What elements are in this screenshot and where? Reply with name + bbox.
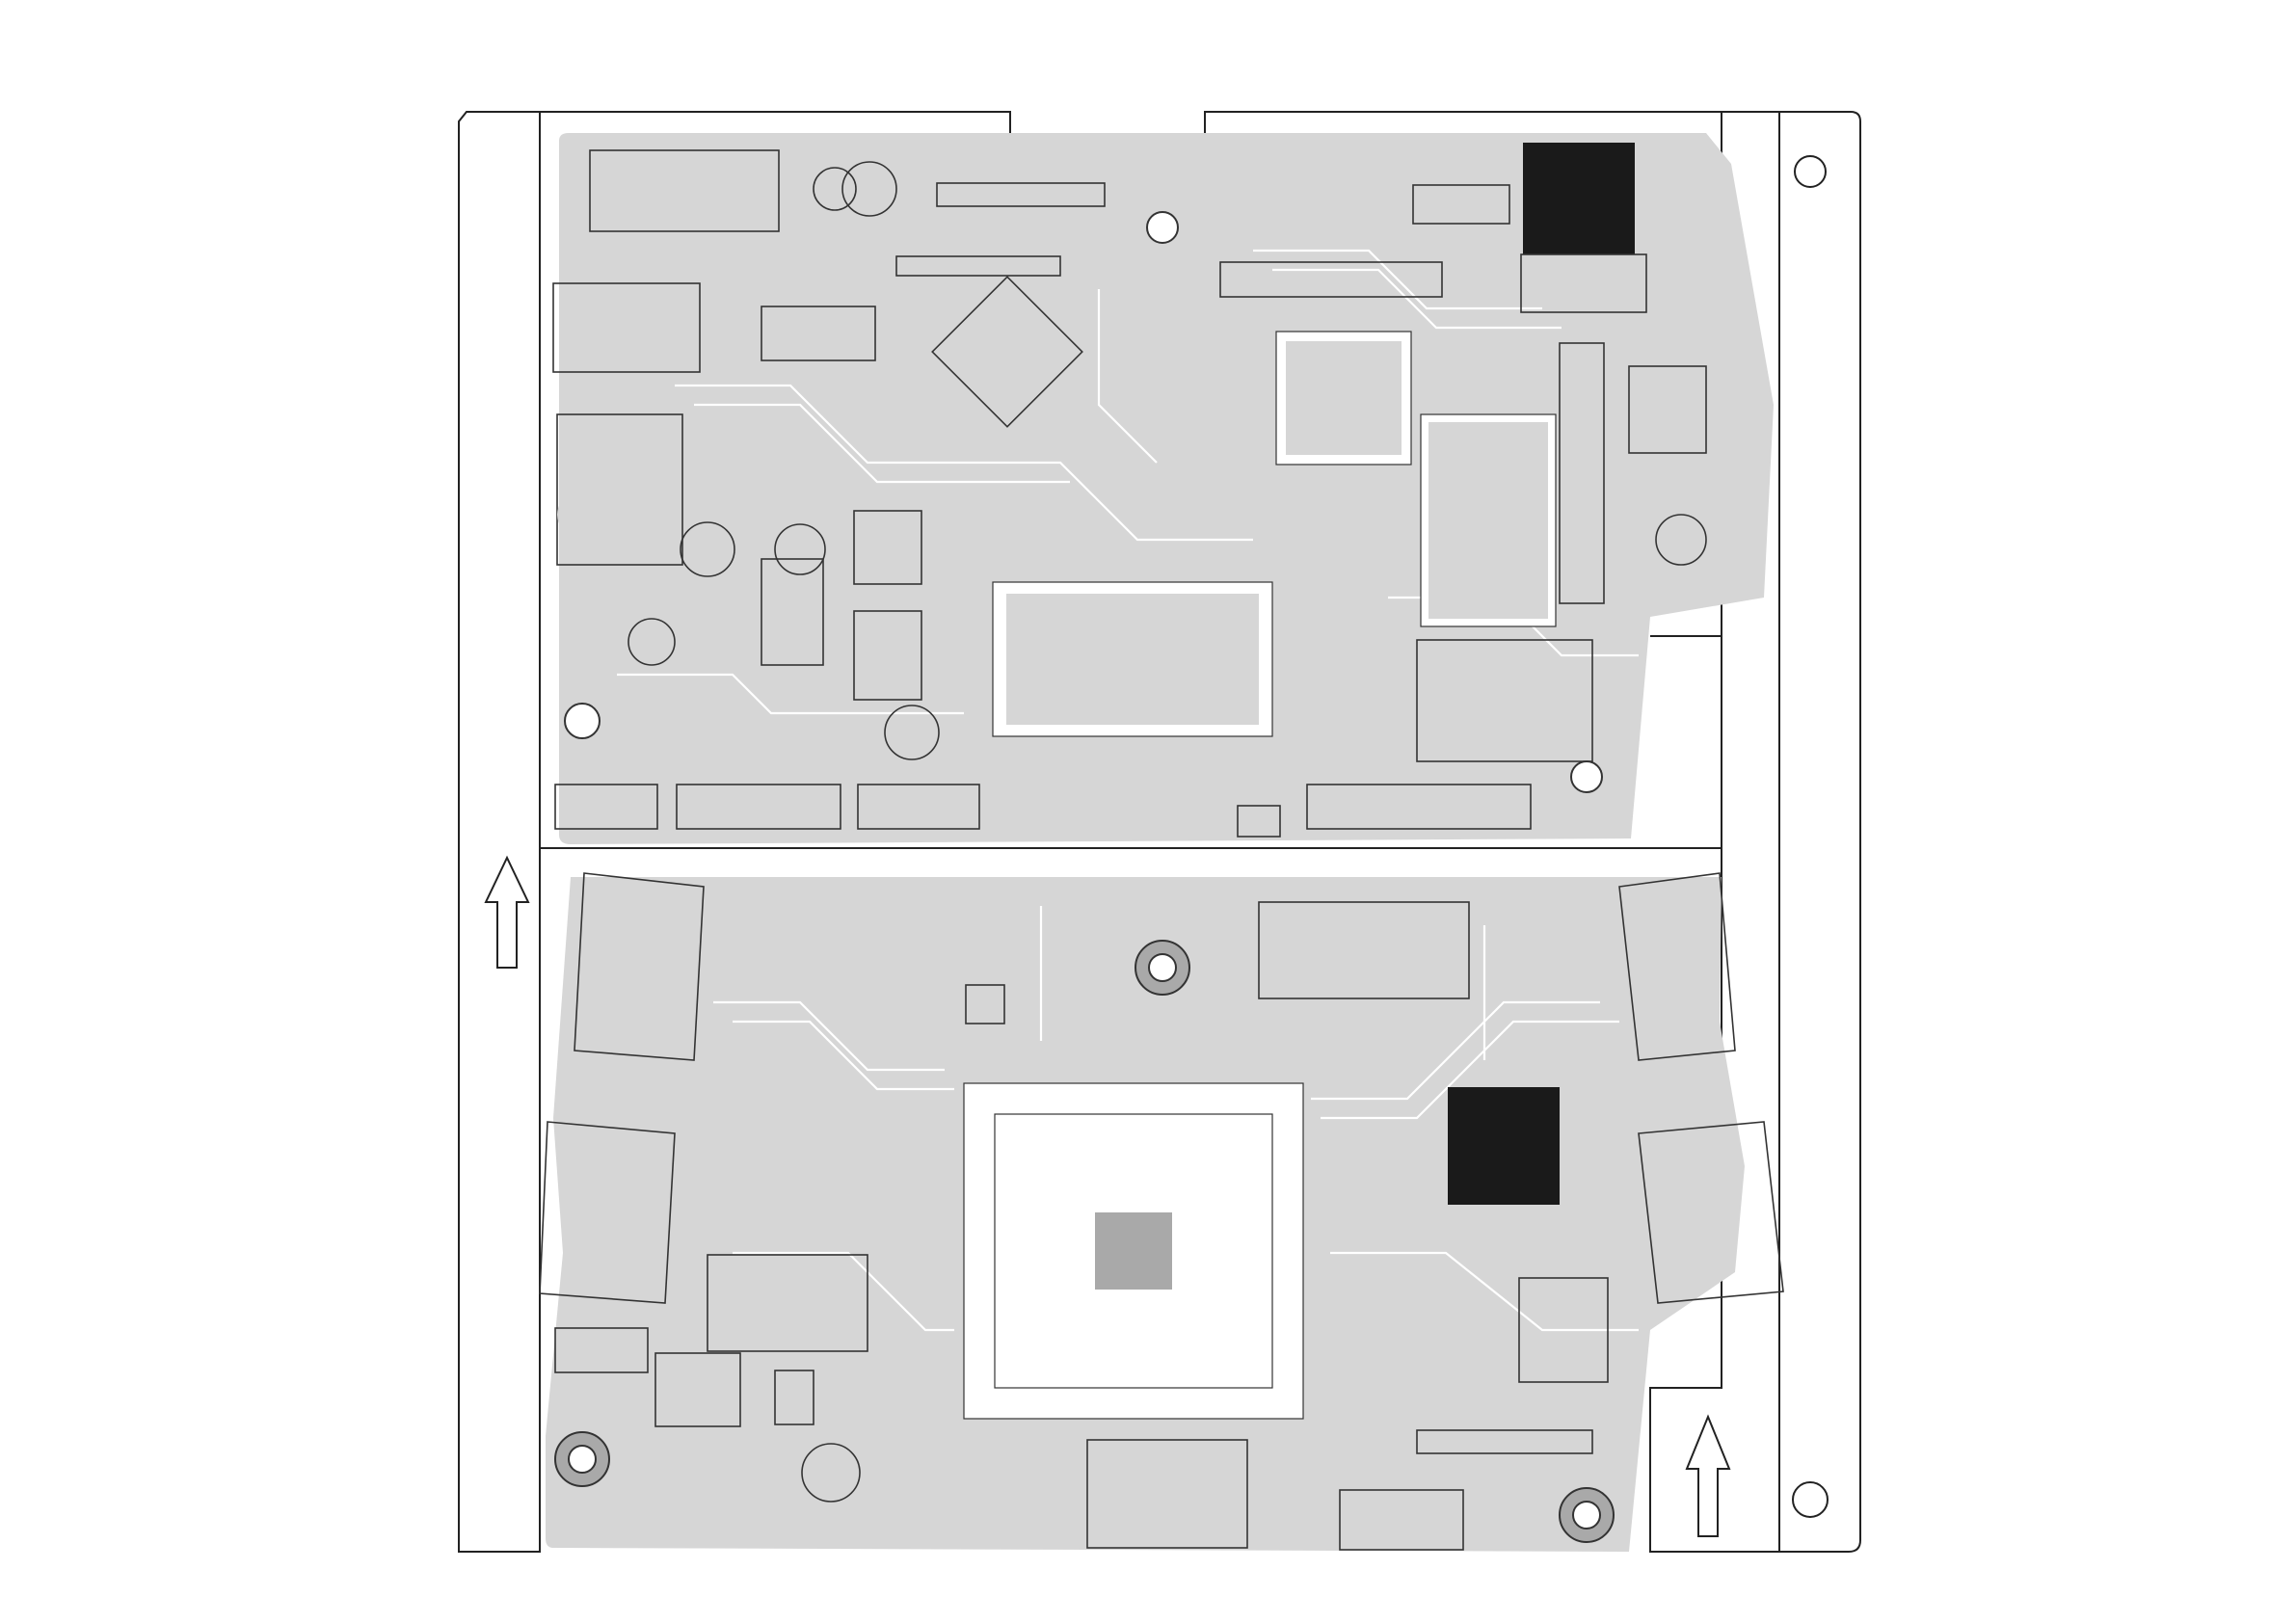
upper-board [553,133,1774,844]
lower-board [540,873,1783,1552]
ic-lower-dark [1448,1087,1560,1205]
ic-upper-dark [1523,143,1635,254]
direction-arrow-left [486,858,528,968]
direction-arrow-right [1687,1417,1729,1536]
